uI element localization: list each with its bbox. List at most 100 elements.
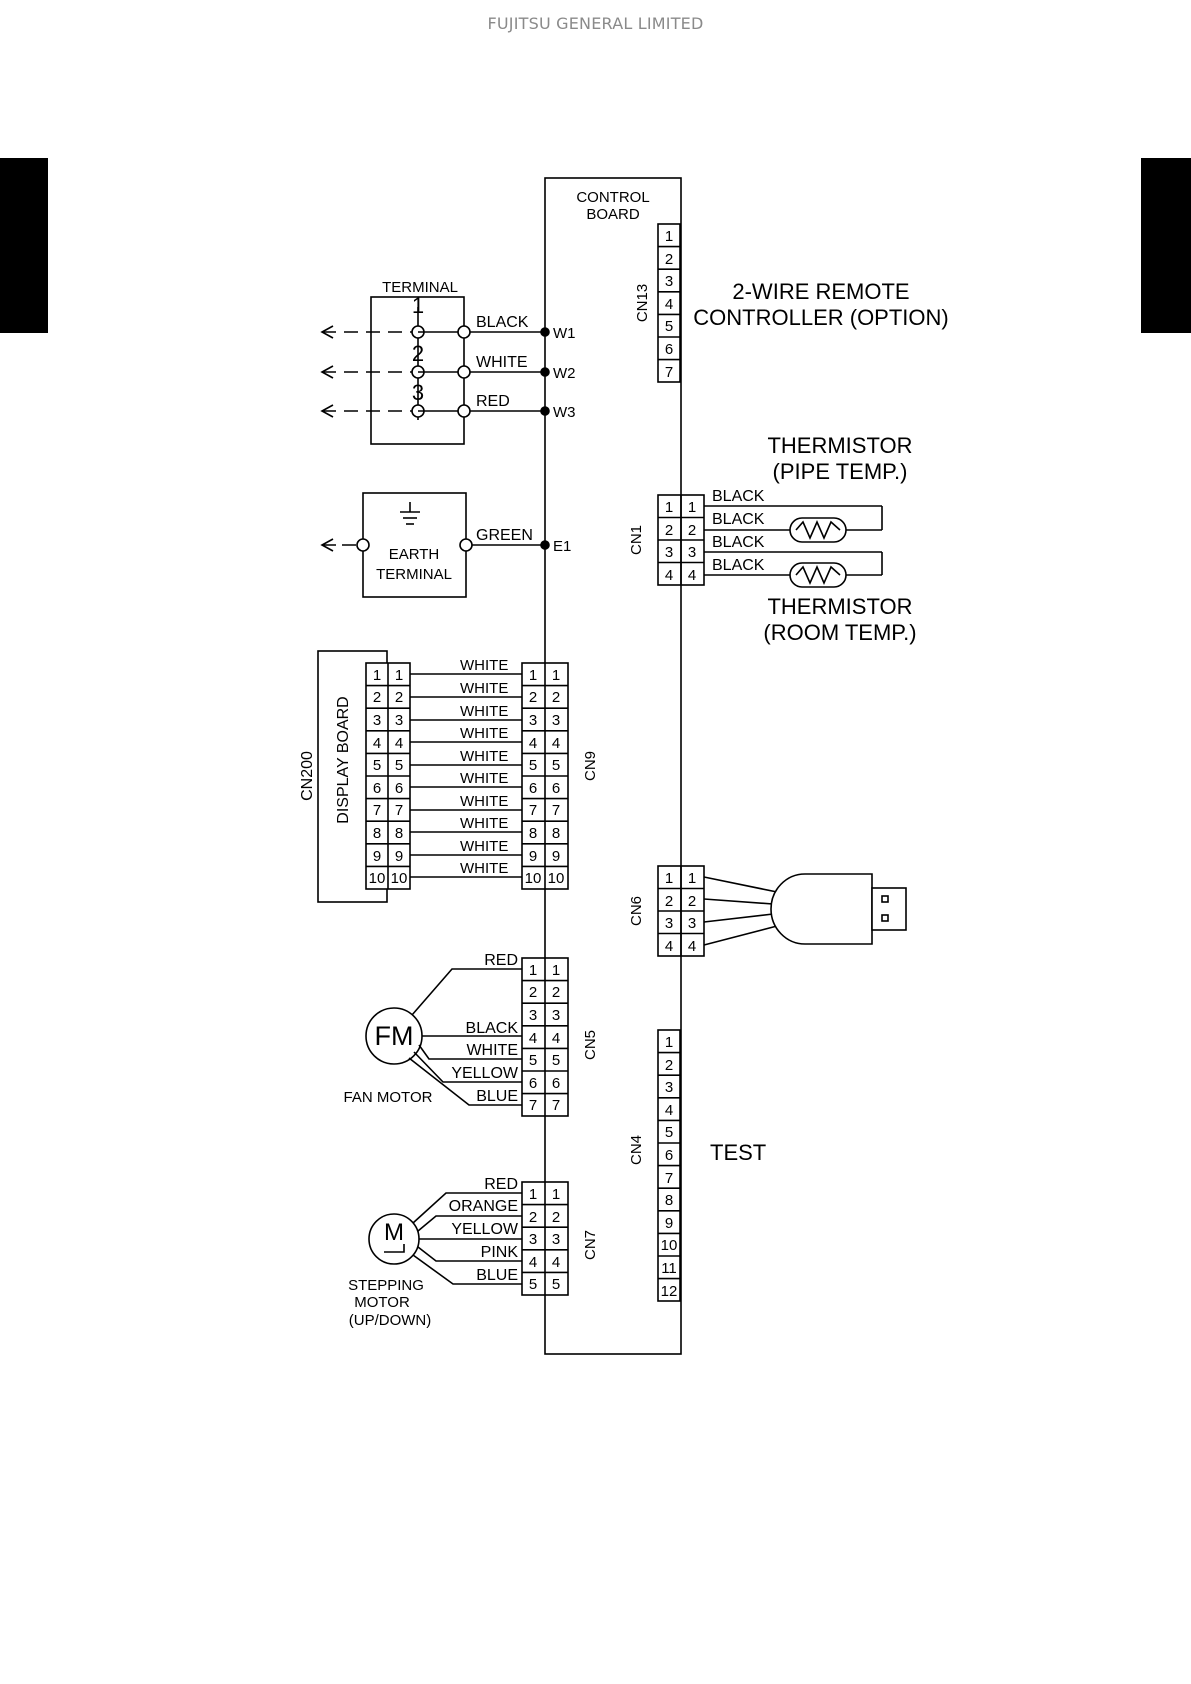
fan-motor-symbol: FM: [375, 1021, 414, 1051]
cn13-pin: 2: [665, 251, 673, 268]
cn9-pin-left: 4: [529, 735, 537, 752]
display-wire-label: WHITE: [460, 793, 508, 810]
earth-terminal-label-1: EARTH: [389, 546, 440, 563]
cn1-pin-right: 4: [688, 567, 696, 584]
cn4-pin: 2: [665, 1057, 673, 1074]
cn9-pin-right: 8: [552, 825, 560, 842]
cn1-pin-left: 1: [665, 499, 673, 516]
cn7-label: CN7: [582, 1230, 599, 1260]
cn5-wire-label: YELLOW: [451, 1065, 519, 1082]
display-wire-label: WHITE: [460, 725, 508, 742]
cn6-pin-right: 4: [688, 938, 696, 955]
cn5-pin-left: 2: [529, 984, 537, 1001]
cn1-wire-label: BLACK: [712, 488, 765, 505]
cn7-wire-label: YELLOW: [451, 1221, 519, 1238]
cn7-pin-right: 3: [552, 1231, 560, 1248]
cn4-pin: 5: [665, 1124, 673, 1141]
display-wire-label: WHITE: [460, 815, 508, 832]
display-wire-label: WHITE: [460, 770, 508, 787]
cn4-pin: 7: [665, 1170, 673, 1187]
display-wire-label: WHITE: [460, 703, 508, 720]
stepping-motor-label-2: MOTOR: [354, 1294, 410, 1311]
cn7-pin-left: 2: [529, 1209, 537, 1226]
cn9-pin-right: 7: [552, 802, 560, 819]
display-wire-label: WHITE: [460, 657, 508, 674]
cn200-label: CN200: [299, 751, 316, 801]
terminal-wire-2: WHITE: [476, 354, 528, 371]
cn4-pin: 10: [661, 1237, 678, 1254]
cn5-pin-left: 7: [529, 1097, 537, 1114]
cn200-pin-left: 9: [373, 848, 381, 865]
cn200-pin-right: 7: [395, 802, 403, 819]
cn5-wire-label: BLACK: [466, 1020, 519, 1037]
cn9-pin-right: 6: [552, 780, 560, 797]
cn200-pin-right: 8: [395, 825, 403, 842]
display-board-label: DISPLAY BOARD: [335, 696, 352, 823]
cn13-pin: 3: [665, 273, 673, 290]
cn5-wire-label: BLUE: [476, 1088, 518, 1105]
cn4-pin: 4: [665, 1102, 673, 1119]
cn9-pin-left: 5: [529, 757, 537, 774]
control-board-label-1: CONTROL: [576, 189, 649, 206]
display-wire-label: WHITE: [460, 748, 508, 765]
cn4-pin: 1: [665, 1034, 673, 1051]
cn7-pin-right: 1: [552, 1186, 560, 1203]
cn9-pin-right: 9: [552, 848, 560, 865]
cn9-pin-left: 1: [529, 667, 537, 684]
cn9-pin-left: 8: [529, 825, 537, 842]
cn5-pin-right: 5: [552, 1052, 560, 1069]
terminal-wire-1: BLACK: [476, 314, 529, 331]
cn9-pin-right: 5: [552, 757, 560, 774]
cn5-pin-left: 3: [529, 1007, 537, 1024]
pipe-thermistor-label-1: THERMISTOR: [767, 433, 912, 458]
cn4-pin: 3: [665, 1079, 673, 1096]
terminal-point-w2: W2: [553, 365, 576, 382]
cn6-pin-right: 3: [688, 915, 696, 932]
cn9-pin-left: 10: [525, 870, 542, 887]
cn5-pin-right: 1: [552, 962, 560, 979]
earth-wire-label: GREEN: [476, 527, 533, 544]
page-header: FUJITSU GENERAL LIMITED: [487, 14, 704, 33]
cn200-pin-right: 5: [395, 757, 403, 774]
cn1-wire-label: BLACK: [712, 511, 765, 528]
test-label: TEST: [710, 1140, 766, 1165]
cn13-pin: 6: [665, 341, 673, 358]
cn200-pin-right: 2: [395, 689, 403, 706]
remote-controller-label-2: CONTROLLER (OPTION): [693, 305, 948, 330]
cn6-pin-left: 1: [665, 870, 673, 887]
cn7-wire-label: PINK: [481, 1244, 519, 1261]
cn7-pin-left: 1: [529, 1186, 537, 1203]
earth-point-e1: E1: [553, 538, 571, 555]
cn200-pin-right: 6: [395, 780, 403, 797]
cn4-pin: 6: [665, 1147, 673, 1164]
cn200-pin-left: 5: [373, 757, 381, 774]
cn9-pin-left: 3: [529, 712, 537, 729]
cn1-pin-left: 3: [665, 544, 673, 561]
cn4-label: CN4: [628, 1135, 645, 1165]
cn7-pin-right: 4: [552, 1254, 560, 1271]
cn7-pin-left: 3: [529, 1231, 537, 1248]
cn6-pin-left: 4: [665, 938, 673, 955]
cn4-pin: 12: [661, 1283, 678, 1300]
cn5-pin-right: 2: [552, 984, 560, 1001]
cn1-pin-right: 1: [688, 499, 696, 516]
cn200-pin-right: 10: [391, 870, 408, 887]
cn9-pin-right: 10: [548, 870, 565, 887]
cn13-pin-numbers: 1 2 3 4 5 6 7: [665, 228, 673, 381]
stepping-motor-label-3: (UP/DOWN): [349, 1312, 432, 1329]
room-thermistor-label-1: THERMISTOR: [767, 594, 912, 619]
cn6-pin-left: 3: [665, 915, 673, 932]
cn13-pin: 7: [665, 364, 673, 381]
cn1-pin-right: 2: [688, 522, 696, 539]
cn200-pin-left: 7: [373, 802, 381, 819]
cn13-pin: 4: [665, 296, 673, 313]
cn13-pin: 5: [665, 318, 673, 335]
cn9-pin-left: 2: [529, 689, 537, 706]
stepping-motor-step-mark: [384, 1244, 405, 1253]
cn1-pin-right: 3: [688, 544, 696, 561]
cn9-pin-right: 1: [552, 667, 560, 684]
terminal-point-w3: W3: [553, 404, 576, 421]
cn7-pin-right: 2: [552, 1209, 560, 1226]
cn200-pin-right: 1: [395, 667, 403, 684]
